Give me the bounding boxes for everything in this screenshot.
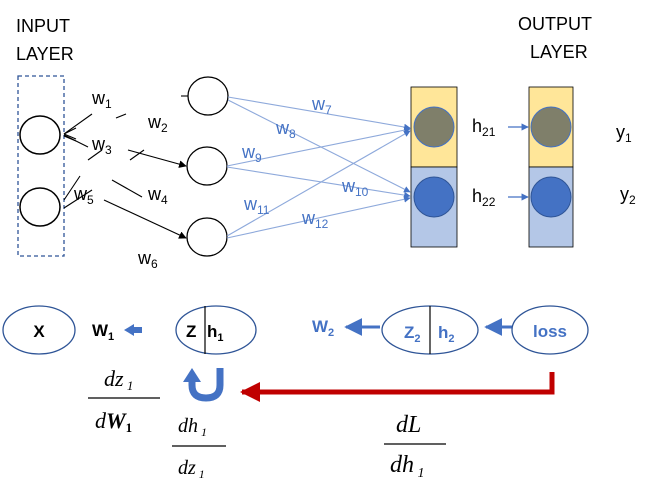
edge-w4	[111, 179, 143, 198]
edge-w6-arrow	[103, 199, 187, 239]
weight-label-w10-text: 10	[355, 185, 369, 199]
output-layer-title-line2: LAYER	[530, 42, 588, 62]
weight-label-w6: w6	[137, 248, 158, 271]
weight-label-w3: w3	[91, 134, 112, 157]
fraction-dh1-den: dh 1	[390, 452, 425, 481]
edge-w12	[226, 196, 411, 239]
label-y1-text: 1	[625, 131, 632, 145]
edge-tip-2	[63, 133, 77, 140]
hidden2-node-1	[413, 106, 455, 148]
hidden2-node-2	[413, 176, 455, 218]
weight-label-w2: w2	[147, 112, 168, 135]
label-h21-text: 21	[482, 125, 496, 139]
edge-w1b	[115, 113, 127, 119]
edge-from-node1	[63, 135, 77, 142]
weight-label-w12-text: 12	[315, 217, 329, 231]
fraction-dl-dh1: dL dh 1	[384, 412, 446, 481]
weight-label-w1-text: 1	[105, 97, 112, 111]
edge-w10	[226, 166, 411, 199]
weight-label-w9-text: 9	[255, 151, 262, 165]
fraction-dz1-num: dz 1	[104, 366, 133, 393]
fraction-dl-num: dL	[396, 412, 421, 438]
weight-label-w5-text: 5	[87, 193, 94, 207]
weight-label-w7: w7	[311, 94, 332, 117]
chain-arrow-w1	[124, 324, 142, 336]
chain-z1-node	[175, 305, 257, 355]
edge-w5	[63, 189, 93, 209]
weight-label-w10: w10	[341, 176, 369, 199]
weight-label-w8: w8	[275, 118, 296, 141]
chain-w2-label: W2	[312, 317, 334, 339]
output-layer-title-line1: OUTPUT	[518, 14, 592, 34]
output-node-1	[530, 106, 572, 148]
chain-loss-label: loss	[533, 322, 567, 341]
chain-loss-node	[511, 305, 589, 355]
fraction-dh1-num: dh 1	[178, 415, 207, 439]
weight-label-w2-text: 2	[161, 121, 168, 135]
label-y2: y2	[620, 184, 636, 207]
label-y1: y1	[616, 122, 632, 145]
fraction-dz1-den: dz 1	[178, 457, 205, 481]
hidden1-node-3	[186, 217, 228, 257]
weight-label-w8-text: 8	[289, 127, 296, 141]
edge-node2-up	[63, 175, 81, 201]
edge-tip-1	[63, 127, 77, 135]
label-h22-text: 22	[482, 195, 496, 209]
input-node-1	[19, 115, 61, 155]
edge-w7	[227, 96, 411, 131]
weight-label-w6-text: 6	[151, 257, 158, 271]
fraction-dh1-dz1: dh 1 dz 1	[172, 415, 226, 481]
output-node-2	[530, 176, 572, 218]
fraction-dw1-den: dW1	[95, 408, 132, 435]
edge-cross-a	[87, 149, 103, 161]
input-layer-box	[17, 75, 65, 257]
weight-label-w4: w4	[147, 184, 168, 207]
hidden1-node-2	[186, 146, 228, 186]
edge-w9	[226, 126, 411, 167]
edge-w3-arrow	[127, 149, 187, 168]
weight-label-w11-text: 11	[257, 203, 270, 217]
input-layer-title-line1: INPUT	[16, 16, 70, 36]
label-y2-text: 2	[629, 193, 636, 207]
chain-z1-label: Z	[186, 322, 196, 341]
weight-label-w11: w11	[243, 194, 270, 217]
chain-x-label: X	[33, 322, 45, 341]
label-h21: h21	[472, 116, 496, 139]
label-h22: h22	[472, 186, 496, 209]
weight-label-w5: w5	[73, 184, 94, 207]
edge-cross-b	[129, 149, 145, 161]
weight-label-w3-text: 3	[105, 143, 112, 157]
weight-label-w9: w9	[241, 142, 262, 165]
backprop-red-arrow	[240, 372, 555, 402]
weight-label-w1: w1	[91, 88, 112, 111]
edge-w1	[63, 113, 93, 135]
local-gradient-u-arrow-head	[183, 368, 201, 382]
edge-w8	[227, 99, 411, 193]
chain-x-node	[2, 305, 76, 355]
chain-w1-label: W1	[92, 321, 114, 343]
fraction-dz1-dw1: dz 1 dW1	[88, 366, 160, 435]
input-node-2	[19, 187, 61, 227]
weight-label-w12: w12	[301, 208, 329, 231]
weight-label-w4-text: 4	[161, 193, 168, 207]
input-layer-title-line2: LAYER	[16, 44, 74, 64]
weight-label-w7-text: 7	[325, 103, 332, 117]
hidden1-node-1	[187, 76, 229, 116]
local-gradient-u-arrow	[188, 368, 224, 402]
edge-w11	[226, 130, 411, 237]
